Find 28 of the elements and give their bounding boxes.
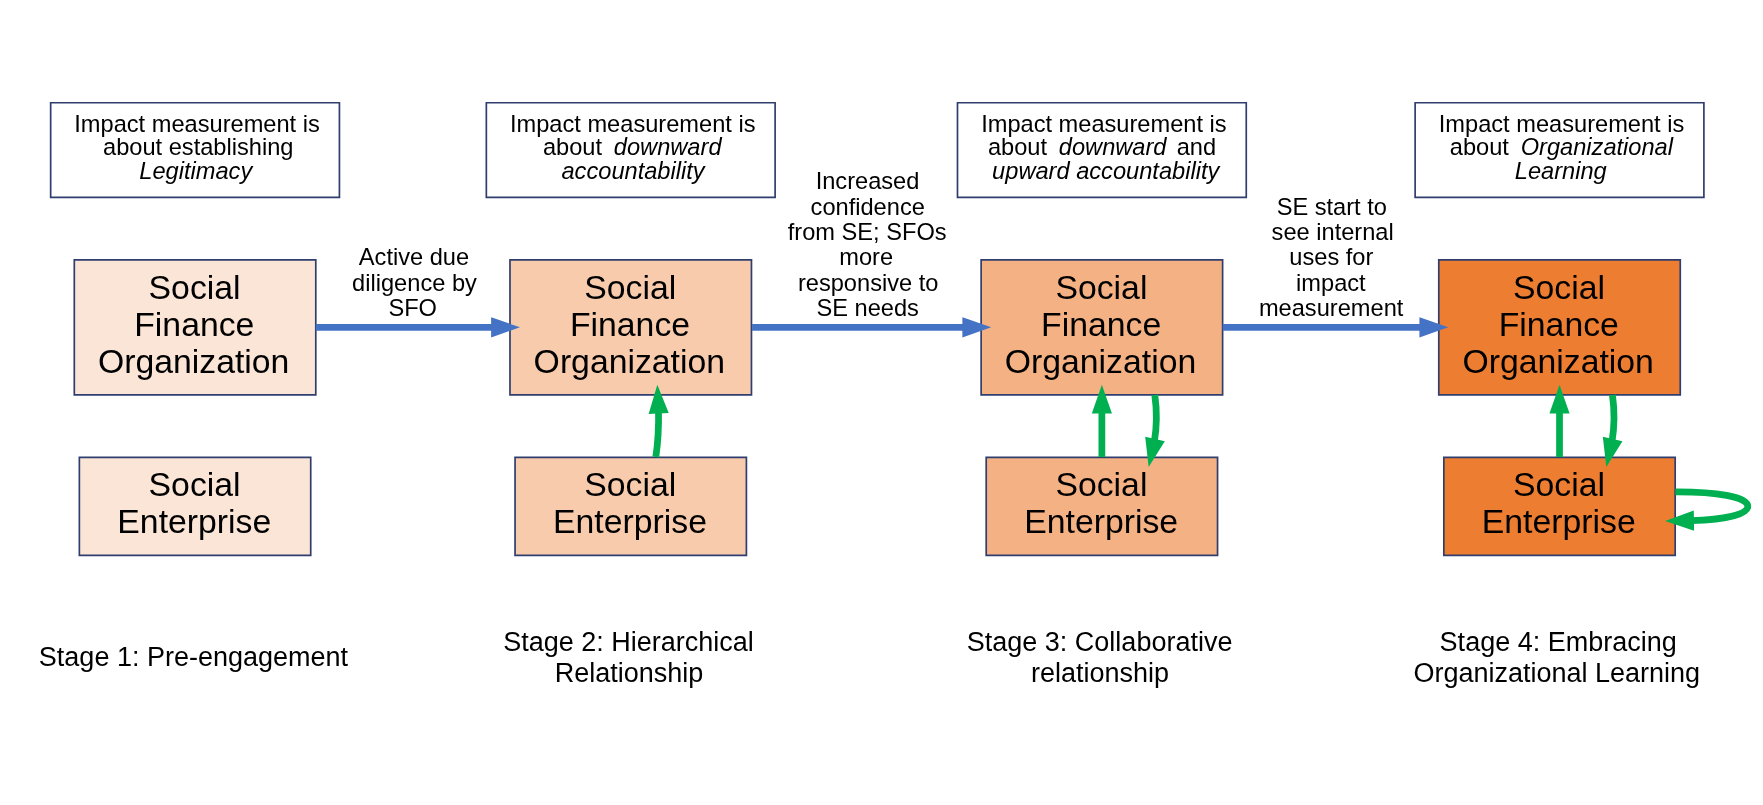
arrow: [1665, 488, 1752, 531]
label: Stage 4: Embracing Organizational Learning: [1413, 627, 1701, 688]
arrow: [1549, 384, 1570, 458]
node-box: Impact measurement is about downward and upward accountability: [956, 101, 1248, 199]
arrow: [1602, 394, 1623, 468]
node-box: Social Enterprise: [514, 456, 748, 557]
node-box: Impact measurement is about downward accountability: [485, 101, 776, 199]
arrow: [1091, 384, 1112, 458]
label: Stage 3: Collaborative relationship: [966, 627, 1233, 688]
arrow: [1222, 317, 1449, 338]
node-box: Impact measurement is about establishing Legitimacy: [49, 101, 341, 199]
node-box: Social Finance Organization: [509, 258, 753, 396]
node-box: Social Enterprise: [78, 456, 312, 557]
arrow: [752, 317, 992, 338]
node-box: Social Enterprise: [985, 456, 1219, 557]
arrow: [315, 317, 520, 338]
edge-label: SE start to see internal uses for impact measurement: [1258, 193, 1404, 321]
arrow: [1145, 394, 1165, 468]
node-box: Social Finance Organization: [980, 258, 1224, 396]
edge-label: Active due diligence by SFO: [352, 244, 477, 321]
arrow: [648, 384, 669, 458]
edge-label: Increased confidence from SE; SFOs more responsive to SE needs: [787, 168, 947, 321]
label: Stage 1: Pre-engagement: [38, 642, 349, 673]
node-box: Social Enterprise: [1443, 456, 1677, 557]
node-box: Social Finance Organization: [1437, 258, 1682, 396]
node-box: Social Finance Organization: [73, 258, 317, 396]
label: Stage 2: Hierarchical Relationship: [503, 627, 754, 688]
node-box: Impact measurement is about Organizational Learning: [1414, 101, 1705, 199]
